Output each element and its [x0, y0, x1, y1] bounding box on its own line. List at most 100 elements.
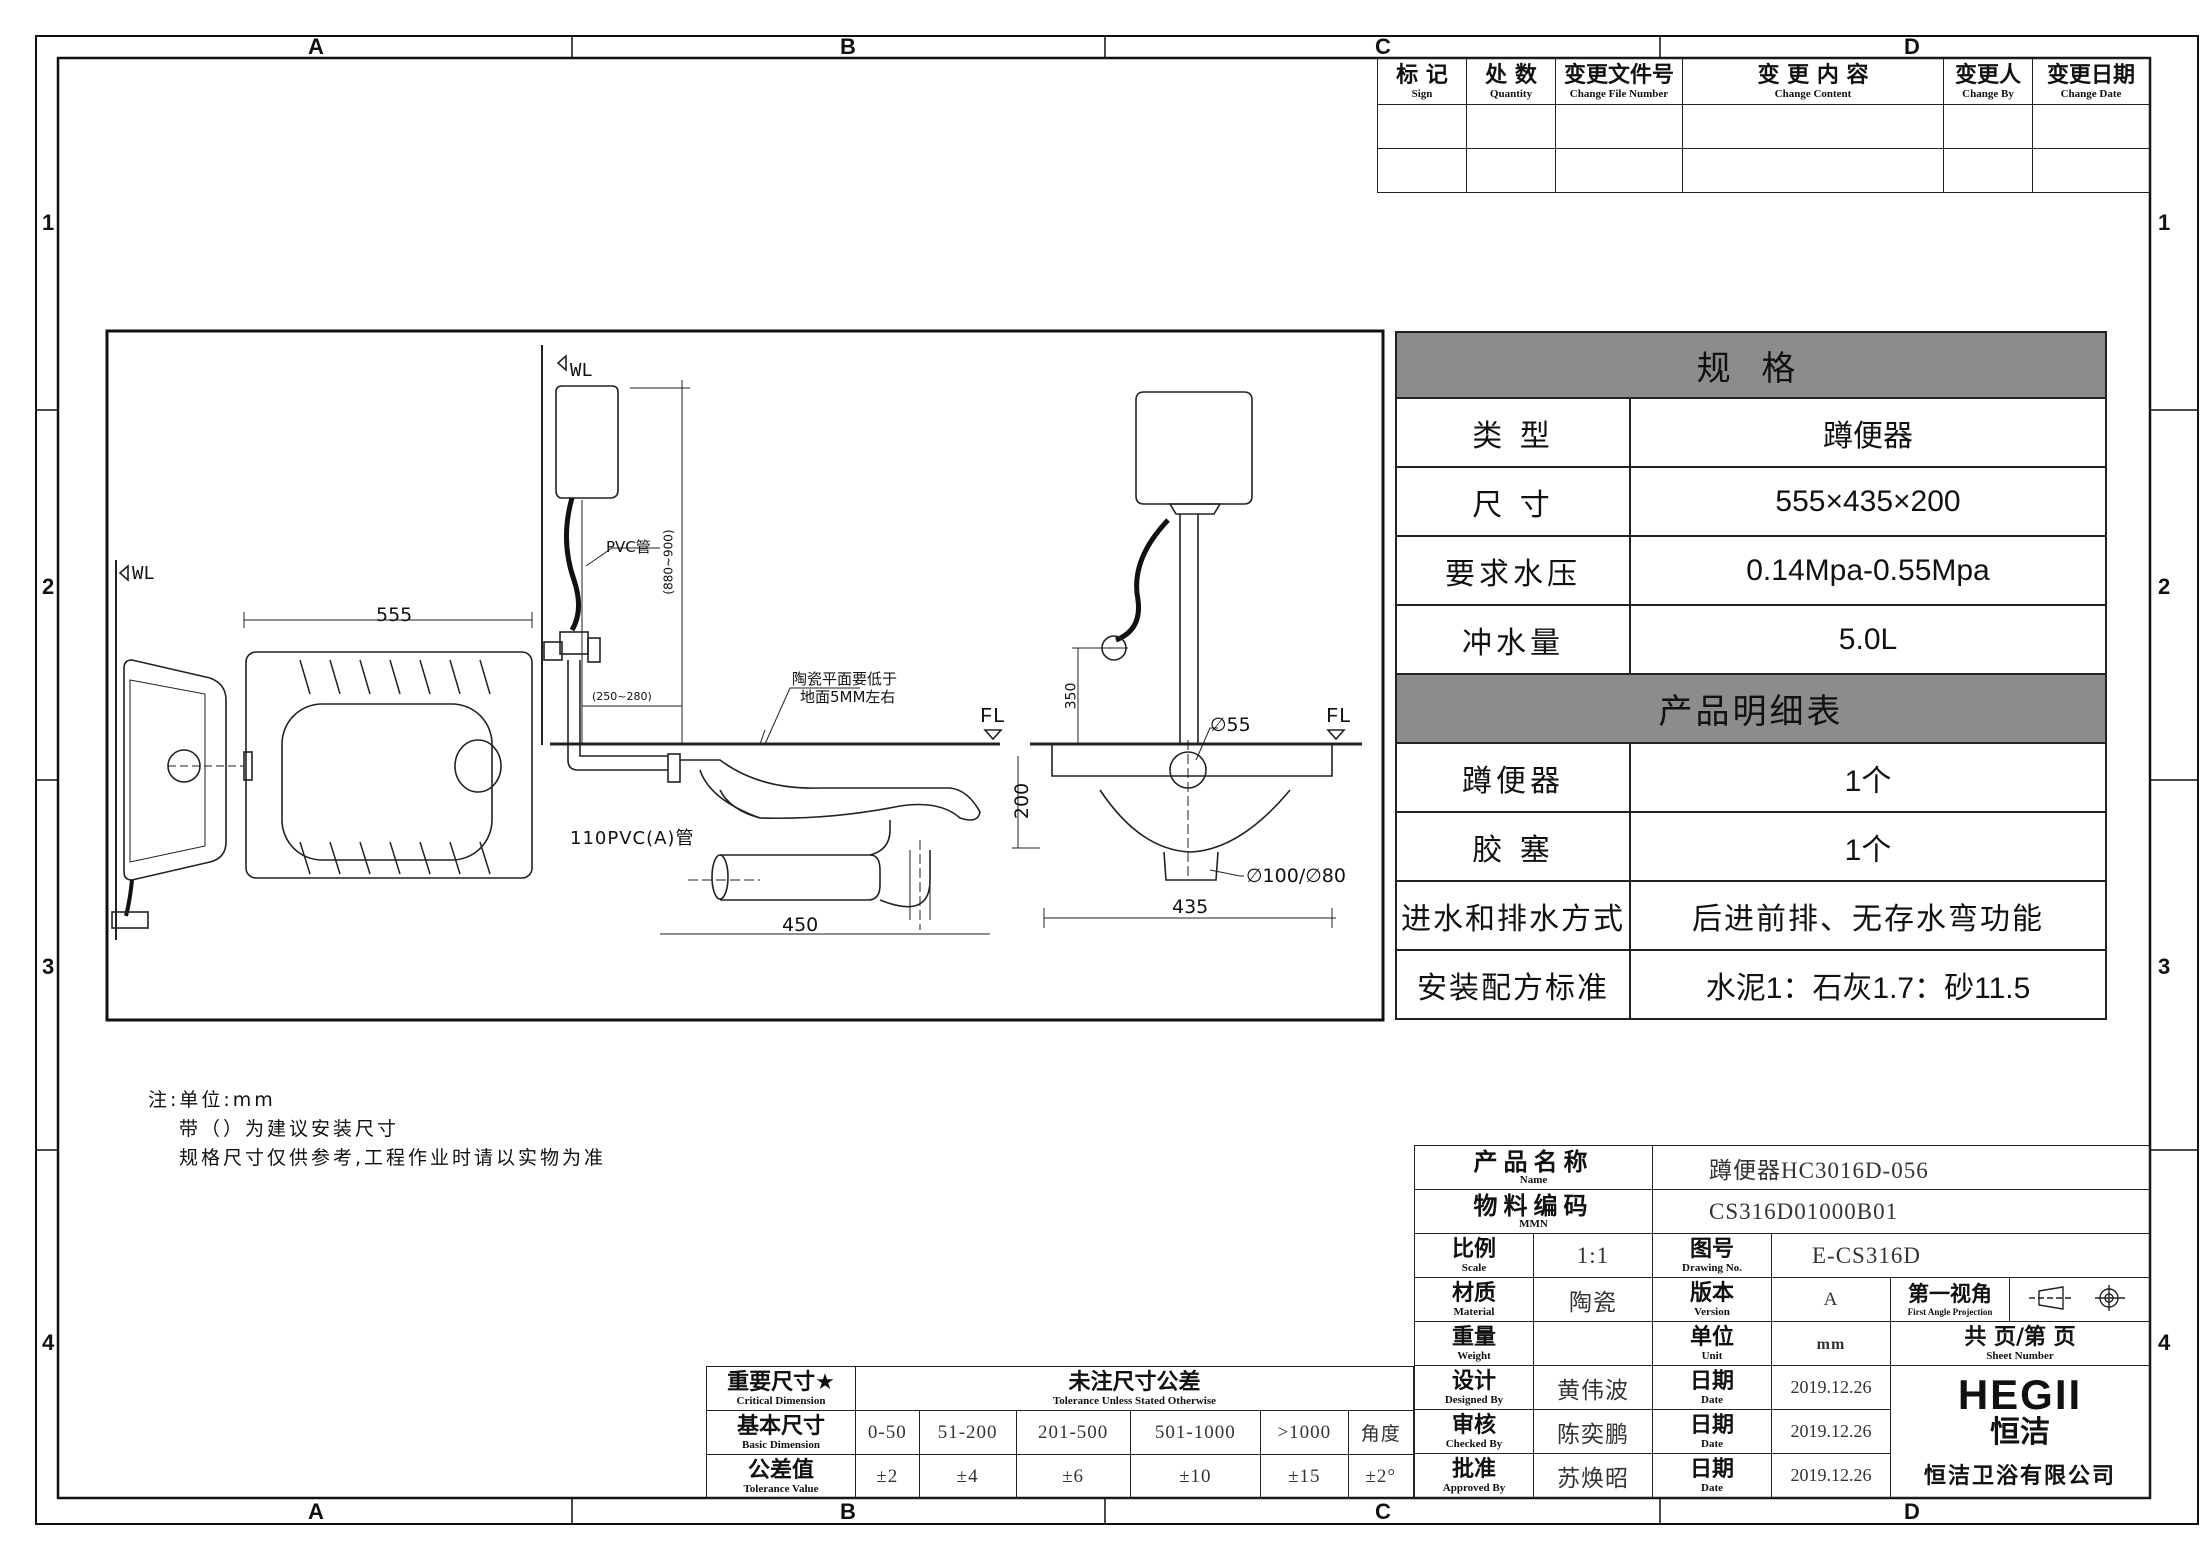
tol-angle: ±2°	[1365, 1465, 1397, 1487]
detail-key-inlet: 进水和排水方式	[1395, 880, 1631, 951]
front-view	[1030, 391, 1362, 928]
material-code-en: MMN	[1519, 1217, 1548, 1230]
rev-header-by: 变更人	[1954, 62, 2021, 88]
unit-en: Unit	[1701, 1349, 1723, 1362]
drawing-no: E-CS316D	[1812, 1242, 1921, 1268]
brand-cn: 恒洁	[1990, 1414, 2050, 1450]
designed-label: 设计	[1451, 1368, 1496, 1394]
product-name: 蹲便器HC3016D-056	[1709, 1157, 1929, 1183]
tol-4: ±15	[1288, 1465, 1321, 1487]
grid-row-2: 2	[42, 574, 55, 599]
grid-row-3: 3	[42, 954, 55, 979]
top-view	[111, 560, 533, 940]
sheet-label: 共 页/第 页	[1964, 1324, 2076, 1350]
detail-key-toilet: 蹲便器	[1395, 742, 1631, 813]
dia-55: ∅55	[1210, 714, 1251, 736]
range-2: 201-500	[1037, 1421, 1109, 1443]
tol-0: ±2	[876, 1465, 899, 1487]
grid-col-a: A	[308, 34, 324, 59]
unit-label: 单位	[1689, 1324, 1734, 1350]
spec-value-size: 555×435×200	[1629, 466, 2107, 537]
detail-value-toilet: 1个	[1629, 742, 2107, 813]
date-en-3: Date	[1701, 1481, 1723, 1494]
dim-450: 450	[782, 914, 819, 936]
designed-en: Designed By	[1444, 1393, 1504, 1406]
dia-100-80: ∅100/∅80	[1246, 865, 1346, 887]
grid-col-d: D	[1904, 34, 1920, 59]
side-view	[118, 345, 1346, 935]
tol-1: ±4	[956, 1465, 979, 1487]
material-code: CS316D01000B01	[1709, 1198, 1899, 1224]
spec-title: 规 格	[1395, 331, 2107, 399]
tolerance-title-en: Tolerance Unless Stated Otherwise	[1052, 1394, 1217, 1407]
weight-label: 重量	[1451, 1324, 1496, 1350]
range-3: 501-1000	[1154, 1421, 1236, 1443]
range-angle: 角度	[1360, 1424, 1401, 1445]
spec-key-flush: 冲水量	[1395, 604, 1631, 675]
range-4: >1000	[1277, 1421, 1332, 1443]
grid-row-1-right: 1	[2158, 210, 2171, 235]
rev-header-date: 变更日期	[2046, 62, 2135, 88]
dim-555: 555	[376, 604, 413, 626]
dim-435: 435	[1172, 896, 1209, 918]
spec-key-type: 类 型	[1395, 397, 1631, 468]
dim-250-280: (250~280)	[592, 690, 652, 703]
company-cell: HEGII 恒洁 恒洁卫浴有限公司	[1890, 1365, 2150, 1498]
basic-label: 基本尺寸	[736, 1413, 825, 1439]
critical-label: 重要尺寸★	[727, 1369, 835, 1395]
date-3: 2019.12.26	[1790, 1465, 1872, 1485]
detail-value-plug: 1个	[1629, 811, 2107, 882]
projection-label: 第一视角	[1908, 1281, 1992, 1306]
rev-header-by-en: Change By	[1962, 87, 2014, 100]
pvc110-label: 110PVC(A)管	[570, 828, 695, 849]
version-en: Version	[1694, 1305, 1730, 1318]
unit: mm	[1816, 1335, 1846, 1353]
grid-col-b-bottom: B	[840, 1499, 856, 1524]
note-brackets: 带（）为建议安装尺寸	[179, 1118, 400, 1140]
scale-label: 比例	[1451, 1236, 1496, 1262]
company-name: 恒洁卫浴有限公司	[1923, 1463, 2116, 1489]
date-label-1: 日期	[1689, 1368, 1734, 1394]
rev-header-date-en: Change Date	[2060, 87, 2122, 100]
date-label-3: 日期	[1689, 1456, 1734, 1482]
wl-label-side: WL	[570, 360, 593, 382]
rev-header-sign-en: Sign	[1411, 87, 1433, 100]
grid-col-c: C	[1375, 34, 1391, 59]
pvc-pipe-label: PVC管	[606, 538, 651, 556]
drawing-no-en: Drawing No.	[1682, 1261, 1742, 1274]
tol-2: ±6	[1062, 1465, 1085, 1487]
fl-label-side: FL	[980, 706, 1006, 729]
tol-3: ±10	[1179, 1465, 1212, 1487]
spec-value-pressure: 0.14Mpa-0.55Mpa	[1629, 535, 2107, 606]
rev-header-content-en: Change Content	[1774, 87, 1852, 100]
spec-value-type: 蹲便器	[1629, 397, 2107, 468]
note-unit: 注:单位:mm	[148, 1089, 276, 1111]
rev-header-content: 变 更 内 容	[1757, 62, 1869, 88]
sheet-en: Sheet Number	[1986, 1349, 2054, 1362]
basic-en: Basic Dimension	[742, 1438, 820, 1451]
checked-label: 审核	[1451, 1412, 1496, 1438]
grid-col-c-bottom: C	[1375, 1499, 1391, 1524]
approved-label: 批准	[1451, 1456, 1496, 1482]
wl-label-top: WL	[132, 563, 155, 585]
fl-label-front: FL	[1326, 706, 1352, 729]
detail-key-plug: 胶 塞	[1395, 811, 1631, 882]
rev-header-quantity-en: Quantity	[1489, 87, 1533, 100]
designed-by: 黄伟波	[1557, 1377, 1629, 1403]
grid-col-b: B	[840, 34, 856, 59]
product-name-label: 产品名称	[1473, 1147, 1594, 1176]
dim-350: 350	[1063, 682, 1080, 710]
detail-value-formula: 水泥1：石灰1.7：砂11.5	[1629, 949, 2107, 1020]
version: A	[1823, 1288, 1839, 1310]
detail-key-formula: 安装配方标准	[1395, 949, 1631, 1020]
dim-200: 200	[1011, 782, 1034, 820]
material: 陶瓷	[1569, 1289, 1617, 1315]
scale-en: Scale	[1461, 1261, 1487, 1274]
date-en-1: Date	[1701, 1393, 1723, 1406]
grid-col-a-bottom: A	[308, 1499, 324, 1524]
tolerance-title: 未注尺寸公差	[1068, 1369, 1201, 1395]
